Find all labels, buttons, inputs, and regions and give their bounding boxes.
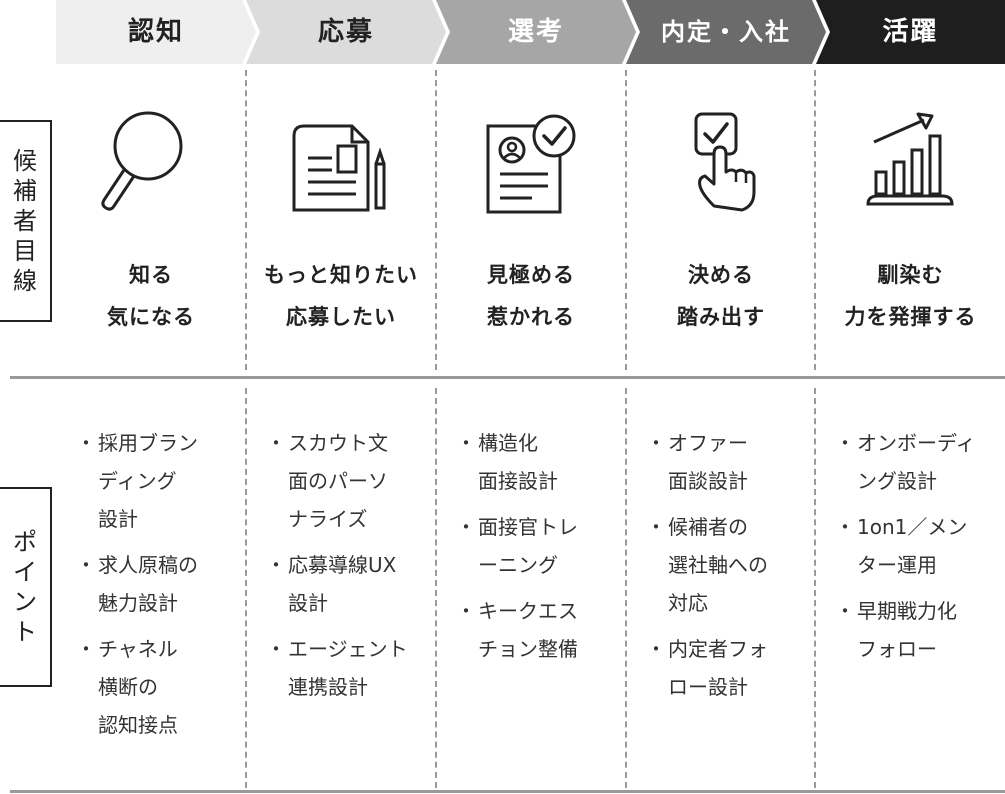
candidate-view-apply: もっと知りたい応募したい (264, 262, 418, 329)
list-item: ・面接官トレーニング (456, 515, 578, 577)
stage-offer-join: 内定・入社 (626, 0, 826, 64)
candidate-view-offer-join: 決める踏み出す (677, 262, 765, 329)
list-item: ・1on1／メンター運用 (835, 515, 968, 577)
stage-label: 応募 (317, 17, 374, 47)
tap-check-icon (694, 112, 756, 212)
list-item: ・候補者の選社軸への対応 (646, 515, 768, 615)
candidate-view-selection: 見極める惹かれる (487, 262, 575, 329)
stage-awareness: 認知 (56, 0, 256, 64)
candidate-view-success: 馴染む力を発揮する (844, 262, 977, 329)
column-divider (435, 388, 437, 788)
row-label-points: ポ イ ン ト (0, 487, 52, 687)
list-item: ・エージェント連携設計 (266, 637, 408, 699)
stage-success: 活躍 (816, 0, 1005, 64)
profile-check-icon (486, 114, 576, 214)
list-item: ・構造化面接設計 (456, 431, 558, 493)
points-list-awareness: ・採用ブランディング設計 ・求人原稿の魅力設計 ・チャネル横断の認知接点 (76, 424, 236, 752)
points-list-selection: ・構造化面接設計 ・面接官トレーニング ・キークエスチョン整備 (456, 424, 621, 676)
bottom-rule (10, 790, 1005, 793)
growth-chart-icon (866, 112, 954, 206)
list-item: ・オファー面談設計 (646, 431, 748, 493)
column-divider (245, 388, 247, 788)
list-item: ・チャネル横断の認知接点 (76, 637, 178, 737)
candidate-view-awareness: 知る気になる (107, 262, 195, 329)
stage-label: 内定・入社 (661, 17, 791, 46)
column-divider (814, 388, 816, 788)
list-item: ・スカウト文面のパーソナライズ (266, 431, 388, 531)
stage-label: 選考 (507, 17, 564, 47)
column-divider (245, 70, 247, 370)
row-divider (10, 376, 1005, 379)
document-pen-icon (292, 124, 386, 212)
column-divider (814, 70, 816, 370)
stage-label: 認知 (127, 17, 184, 47)
magnifier-icon (101, 111, 183, 211)
list-item: ・キークエスチョン整備 (456, 599, 578, 661)
stage-label: 活躍 (882, 17, 939, 47)
column-divider (625, 388, 627, 788)
points-list-offer-join: ・オファー面談設計 ・候補者の選社軸への対応 ・内定者フォロー設計 (646, 424, 811, 714)
points-list-success: ・オンボーディング設計 ・1on1／メンター運用 ・早期戦力化フォロー (835, 424, 1003, 676)
row-label-candidate-view: 候 補 者 目 線 (0, 120, 52, 322)
list-item: ・採用ブランディング設計 (76, 431, 198, 531)
stage-selection: 選考 (436, 0, 636, 64)
column-divider (625, 70, 627, 370)
column-divider (435, 70, 437, 370)
list-item: ・求人原稿の魅力設計 (76, 553, 198, 615)
list-item: ・内定者フォロー設計 (646, 637, 768, 699)
list-item: ・早期戦力化フォロー (835, 599, 957, 661)
list-item: ・オンボーディング設計 (835, 431, 976, 493)
stage-apply: 応募 (246, 0, 446, 64)
